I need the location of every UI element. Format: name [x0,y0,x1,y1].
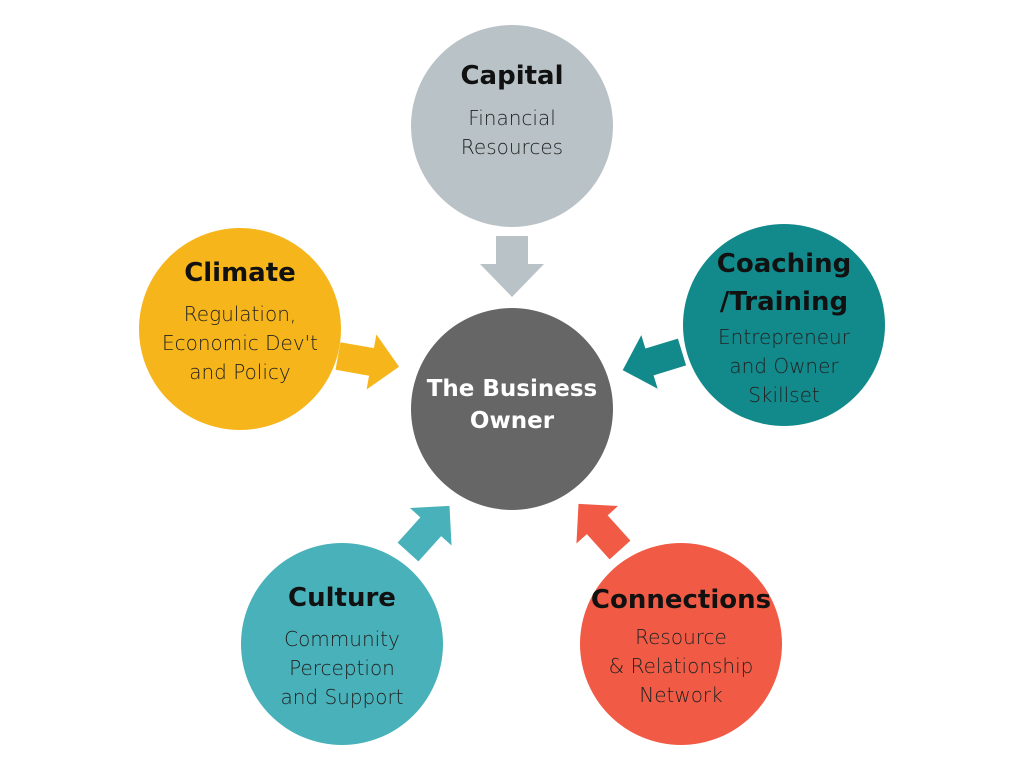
coaching-desc-line: and Owner [729,354,839,379]
climate-desc-line: Regulation, [183,302,297,327]
culture-desc-line: Community [284,627,400,652]
connections-title-line: Connections [590,584,772,615]
coaching-desc-line: Skillset [748,383,820,408]
business-owner-title: The Business Owner [427,373,598,437]
connections-desc-line: Network [639,683,723,708]
capital-description: Financial Resources [461,104,563,162]
connections-node: Connections Resource & Relationship Netw… [580,543,782,745]
climate-arrow [335,334,400,390]
capital-desc-line: Resources [460,134,564,159]
business-owner-node: The Business Owner [411,308,613,510]
connections-description: Resource & Relationship Network [609,623,754,710]
capital-node: Capital Financial Resources [411,25,613,227]
culture-arrow [397,505,452,562]
coaching-node: Coaching /Training Entrepreneur and Owne… [683,224,885,426]
connections-desc-line: Resource [635,625,727,650]
connections-title: Connections [591,584,771,618]
business-owner-title-line: Owner [469,408,555,434]
coaching-title: Coaching /Training [717,246,851,321]
climate-title-line: Climate [184,257,296,288]
culture-description: Community Perception and Support [280,625,403,712]
coaching-title-line: Coaching [716,248,852,279]
climate-desc-line: and Policy [189,360,291,385]
culture-desc-line: Perception [289,656,395,681]
capital-title: Capital [460,60,563,94]
connections-arrow [576,503,631,560]
culture-desc-line: and Support [280,685,404,710]
culture-title: Culture [288,582,396,616]
business-owner-title-line: The Business [426,375,598,402]
capital-arrow [480,236,544,297]
climate-title: Climate [184,257,296,291]
coaching-title-line: /Training [719,286,849,317]
climate-node: Climate Regulation, Economic Dev't and P… [139,228,341,430]
coaching-arrow [622,335,687,389]
culture-title-line: Culture [288,582,396,613]
capital-title-line: Capital [460,61,564,92]
coaching-description: Entrepreneur and Owner Skillset [718,323,850,410]
culture-node: Culture Community Perception and Support [241,543,443,745]
coaching-desc-line: Entrepreneur [718,325,850,350]
connections-desc-line: & Relationship [608,654,754,679]
climate-description: Regulation, Economic Dev't and Policy [162,300,318,387]
capital-desc-line: Financial [468,105,556,130]
climate-desc-line: Economic Dev't [161,331,319,356]
